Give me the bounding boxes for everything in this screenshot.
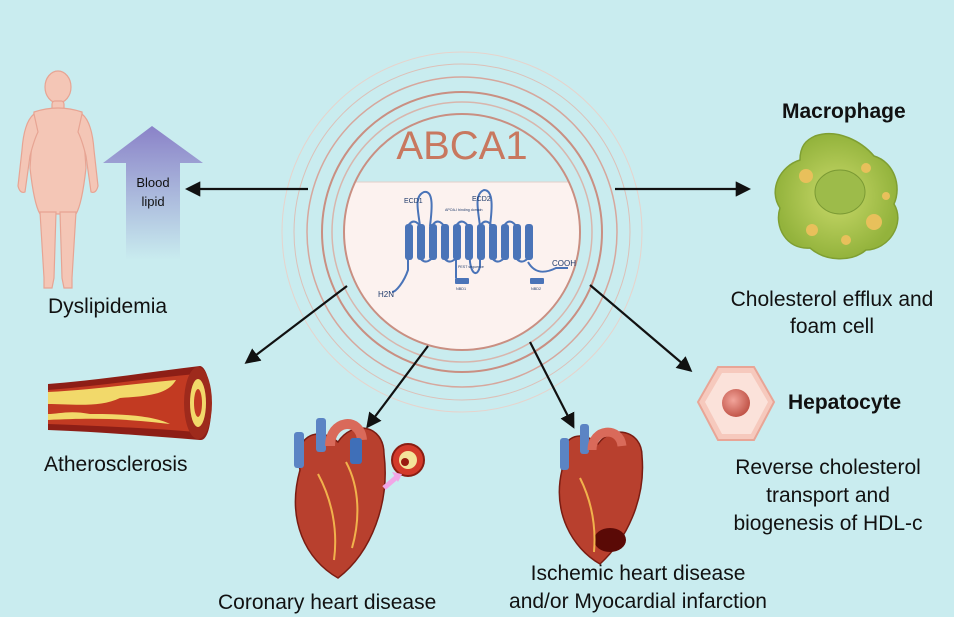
ecd2-label: ECD2: [472, 196, 491, 203]
apoa1-label: APOA-I binding domain: [445, 208, 483, 212]
pest-label: PEST sequence: [458, 265, 484, 269]
lipid-label: lipid: [141, 194, 164, 209]
arrows: [184, 181, 752, 429]
nbd1-label: NBD1: [456, 287, 466, 291]
artery-icon: [48, 366, 212, 441]
macrophage-effect-line1: Cholesterol efflux and: [730, 288, 934, 311]
human-body-icon: [17, 70, 99, 289]
ischemic-label-line2: and/or Myocardial infarction: [509, 590, 767, 613]
dyslipidemia-label: Dyslipidemia: [48, 295, 168, 318]
arrow-to-hepatocyte: [589, 284, 693, 372]
blood-label: Blood: [136, 175, 169, 190]
protein-panel: [344, 114, 580, 350]
nbd2-label: NBD2: [531, 287, 541, 291]
ecd1-label: ECD1: [404, 198, 423, 205]
macrophage-title: Macrophage: [782, 100, 906, 123]
arrow-to-coronary: [366, 345, 429, 429]
ischemic-label-line1: Ischemic heart disease: [530, 562, 746, 585]
c-terminus-label: COOH: [552, 259, 576, 268]
heart-coronary-icon: [294, 418, 386, 579]
heart-infarction-icon: [558, 424, 644, 565]
vessel-cross-section-icon: [382, 443, 425, 490]
hepatocyte-effect-line1: Reverse cholesterol: [735, 456, 921, 479]
abca1-title: ABCA1: [396, 124, 528, 168]
hepatocyte-effect-line3: biogenesis of HDL-c: [733, 512, 923, 535]
arrow-to-ischemic: [529, 341, 575, 429]
macrophage-cell-icon: [774, 132, 899, 260]
arrow-to-atherosclerosis: [244, 285, 348, 364]
hepatocyte-effect-line2: transport and: [766, 484, 890, 507]
coronary-heart-disease-label: Coronary heart disease: [218, 591, 437, 614]
hepatocyte-cell-icon: [696, 366, 776, 441]
hepatocyte-title: Hepatocyte: [788, 391, 902, 414]
atherosclerosis-label: Atherosclerosis: [44, 453, 188, 476]
transmembrane-helices: [405, 224, 544, 284]
macrophage-effect-line2: foam cell: [789, 315, 875, 338]
n-terminus-label: H2N: [378, 290, 394, 299]
protein-text-labels: ECD1 ECD2 APOA-I binding domain PEST seq…: [378, 196, 576, 299]
inner-circle: [343, 113, 581, 351]
blood-lipid-up-arrow-icon: [103, 126, 203, 260]
